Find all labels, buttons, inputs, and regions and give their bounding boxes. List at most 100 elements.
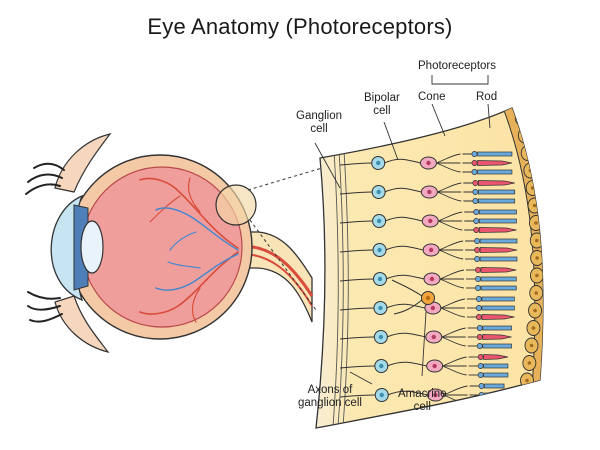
pigment-cell-nucleus xyxy=(535,273,539,278)
bipolar-fiber xyxy=(441,327,466,338)
retina-magnified-view xyxy=(315,107,544,429)
bipolar-fiber xyxy=(438,220,463,231)
cone-cell xyxy=(481,314,515,320)
ganglion-dendrite xyxy=(384,216,423,222)
photoreceptor-nucleus xyxy=(475,285,481,291)
ganglion-axon xyxy=(339,365,376,369)
rod-cell xyxy=(480,285,517,291)
label-ganglion-line2: cell xyxy=(310,123,328,135)
photoreceptor-nucleus xyxy=(475,305,482,311)
rod-cell xyxy=(482,343,512,349)
magnified-region-marker xyxy=(215,184,257,226)
photoreceptor-nucleus xyxy=(472,198,479,204)
rod-cell xyxy=(480,276,517,282)
ganglion-axon xyxy=(339,249,374,253)
retina-cell-row xyxy=(339,180,516,204)
label-bipolar-line1: Bipolar xyxy=(364,92,400,104)
ganglion-nucleus xyxy=(376,160,381,166)
bipolar-fiber xyxy=(439,278,465,289)
pigment-cell-nucleus xyxy=(534,291,539,295)
ganglion-dendrite xyxy=(385,245,424,251)
axon-fibers xyxy=(331,149,349,428)
photoreceptor-nucleus xyxy=(472,180,479,186)
pigment-cell-nucleus xyxy=(525,378,529,383)
cone-cell xyxy=(478,227,517,233)
cone-cell xyxy=(479,247,518,253)
photoreceptor-nucleus xyxy=(475,267,481,273)
photoreceptor-nucleus xyxy=(478,383,485,389)
bipolar-nucleus xyxy=(433,392,438,398)
label-leaders xyxy=(314,75,491,385)
retina-cell-row xyxy=(339,209,517,233)
label-ganglion-line1: Ganglion xyxy=(296,110,343,122)
label-rod: Rod xyxy=(476,91,498,103)
rod-cell xyxy=(478,218,517,224)
ganglion-nucleus xyxy=(378,305,383,311)
ganglion-axon xyxy=(339,220,374,224)
bipolar-fiber xyxy=(442,365,467,376)
retinal-vessels xyxy=(139,177,239,323)
pigment-cell-nucleus xyxy=(523,133,527,138)
photoreceptor-nucleus xyxy=(475,314,482,320)
bipolar-fiber xyxy=(437,182,462,193)
label-bipolar-cell: Bipolar cell xyxy=(364,92,400,118)
bipolar-nucleus xyxy=(428,218,433,224)
label-photoreceptors: Photoreceptors xyxy=(418,60,496,72)
ganglion-nucleus xyxy=(379,392,384,398)
label-axons-line1: Axons of xyxy=(307,384,353,396)
amacrine-nucleus xyxy=(425,295,431,301)
lens xyxy=(80,220,104,274)
bipolar-fiber xyxy=(442,356,467,367)
photoreceptor-nucleus xyxy=(473,209,480,215)
rod-cell xyxy=(479,256,518,262)
cone-cell xyxy=(478,180,515,186)
pigment-cell-nucleus xyxy=(533,308,537,313)
label-bipolar-line2: cell xyxy=(373,105,391,117)
pigment-cell-nucleus xyxy=(535,256,539,260)
label-amacrine-line1: Amacrine xyxy=(398,388,447,400)
rod-cell xyxy=(477,151,513,157)
pigment-cell-nucleus xyxy=(519,116,524,120)
rod-cell xyxy=(481,305,515,311)
cone-cell xyxy=(480,267,517,273)
photoreceptor-nucleus xyxy=(474,256,481,262)
photoreceptor-nucleus xyxy=(476,343,483,349)
photoreceptor-nucleus xyxy=(476,334,483,340)
rod-cell xyxy=(478,189,516,195)
bipolar-nucleus xyxy=(432,363,437,369)
bipolar-fiber xyxy=(440,307,465,318)
ganglion-dendrite xyxy=(384,187,422,193)
ganglion-axon xyxy=(339,336,375,340)
ganglion-axon xyxy=(339,162,373,166)
photoreceptor-nucleus xyxy=(474,238,481,244)
bipolar-fiber xyxy=(440,298,465,309)
bipolar-fiber xyxy=(439,269,465,280)
cone-cell xyxy=(483,354,509,360)
amacrine-process xyxy=(393,299,423,315)
ganglion-dendrite xyxy=(384,158,421,164)
amacrine-cell-group xyxy=(391,279,435,315)
ganglion-nucleus xyxy=(376,218,382,224)
retina-cell-row xyxy=(339,267,517,291)
pigment-cell-nucleus xyxy=(529,343,534,348)
amacrine-process xyxy=(391,279,423,297)
ganglion-axon xyxy=(339,307,375,311)
photoreceptor-nucleus xyxy=(476,325,483,331)
rod-cell xyxy=(484,383,505,389)
photoreceptor-nucleus xyxy=(477,372,484,378)
pigment-cell-nucleus xyxy=(534,221,538,225)
photoreceptor-nucleus xyxy=(474,247,481,253)
rod-cell xyxy=(481,296,515,302)
bipolar-nucleus xyxy=(428,247,434,253)
photoreceptor-nucleus xyxy=(475,276,481,282)
photoreceptor-nucleus xyxy=(471,169,478,175)
retina-interior xyxy=(81,166,243,328)
ganglion-nucleus xyxy=(376,189,381,195)
bipolar-fiber xyxy=(436,162,461,173)
bipolar-fiber xyxy=(438,211,463,222)
label-amacrine-line2: cell xyxy=(413,401,431,413)
label-axons-of-ganglion-cell: Axons of ganglion cell xyxy=(298,384,362,410)
cone-cell xyxy=(482,334,512,340)
bipolar-fiber xyxy=(436,153,461,164)
bipolar-nucleus xyxy=(430,305,436,311)
